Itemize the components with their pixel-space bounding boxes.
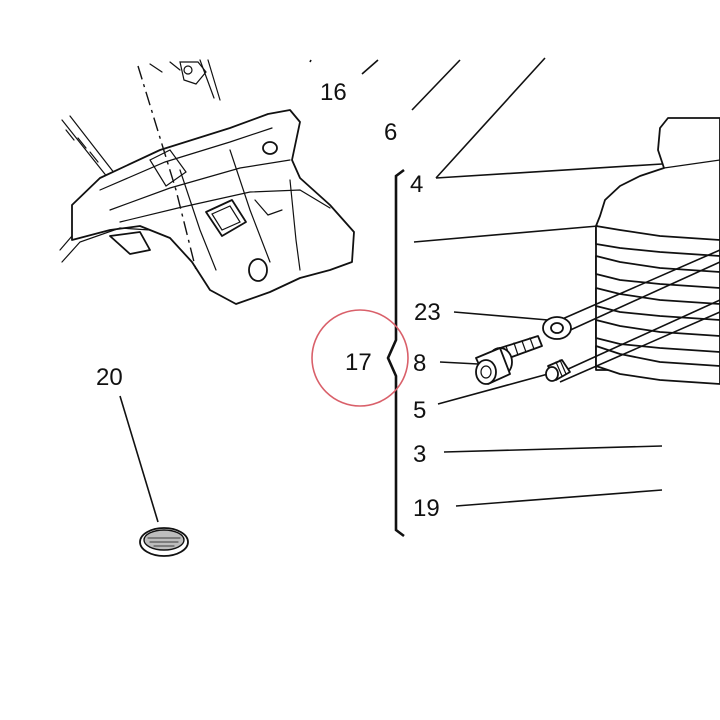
bolt-8 [475,335,543,385]
callout-16: 16 [320,79,347,106]
leader-4-upper [435,57,546,179]
leader-19 [455,489,663,507]
washer-23 [542,316,572,340]
leader-23 [453,311,549,321]
pedal-bracket-assembly [59,59,355,305]
cylinder-block [559,117,720,385]
leader-16 [361,59,379,75]
leader-20 [119,395,159,523]
screw-5 [545,359,571,382]
leader-3 [443,445,663,453]
group-bracket-17 [386,168,405,538]
callout-5: 5 [413,397,426,424]
highlight-circle [311,309,409,407]
callout-17: 17 [345,349,372,376]
callout-6: 6 [384,119,397,146]
leader-unlabeled [413,225,599,243]
leader-8 [439,361,479,365]
callout-19: 19 [413,495,440,522]
leader-5 [437,373,549,405]
callout-8: 8 [413,350,426,377]
cap-20 [119,395,189,557]
leader-4 [435,163,663,179]
leader-16-tick [309,59,312,63]
callout-23: 23 [414,299,441,326]
leader-6 [411,59,461,111]
callout-4: 4 [410,171,423,198]
callout-20: 20 [96,364,123,391]
callout-3: 3 [413,441,426,468]
